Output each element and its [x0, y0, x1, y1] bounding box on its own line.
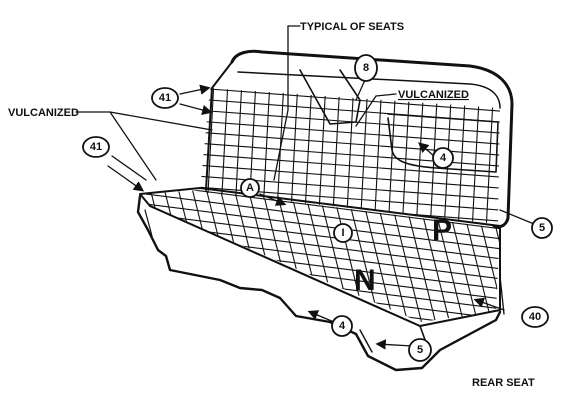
svg-text:I: I — [341, 227, 344, 239]
svg-text:4: 4 — [440, 152, 447, 164]
typical-of-seats-label: TYPICAL OF SEATS — [300, 21, 404, 33]
svg-text:A: A — [246, 182, 254, 194]
vulcanized-right-label: VULCANIZED — [398, 89, 469, 101]
callout-41-left: 41 — [82, 136, 110, 158]
vulcanized-left-label: VULCANIZED — [8, 107, 79, 119]
svg-text:41: 41 — [90, 141, 102, 153]
callout-4-back: 4 — [432, 147, 454, 169]
callout-41-upper: 41 — [151, 87, 179, 109]
svg-text:5: 5 — [417, 344, 423, 356]
section-letter-n: N — [354, 264, 376, 297]
callout-5-right: 5 — [531, 217, 553, 239]
svg-text:41: 41 — [159, 92, 171, 104]
callout-8: 8 — [354, 54, 378, 82]
svg-text:8: 8 — [363, 62, 369, 74]
callout-a: A — [240, 178, 260, 198]
rear-seat-caption: REAR SEAT — [472, 377, 535, 389]
svg-text:5: 5 — [539, 222, 545, 234]
svg-text:4: 4 — [339, 320, 346, 332]
leader-lines — [75, 25, 535, 350]
callout-1: I — [333, 223, 353, 243]
svg-text:40: 40 — [529, 311, 541, 323]
callout-5-lower: 5 — [408, 338, 432, 362]
section-letter-p: P — [432, 214, 452, 247]
callout-40: 40 — [521, 306, 549, 328]
callout-4-lower: 4 — [331, 315, 353, 337]
